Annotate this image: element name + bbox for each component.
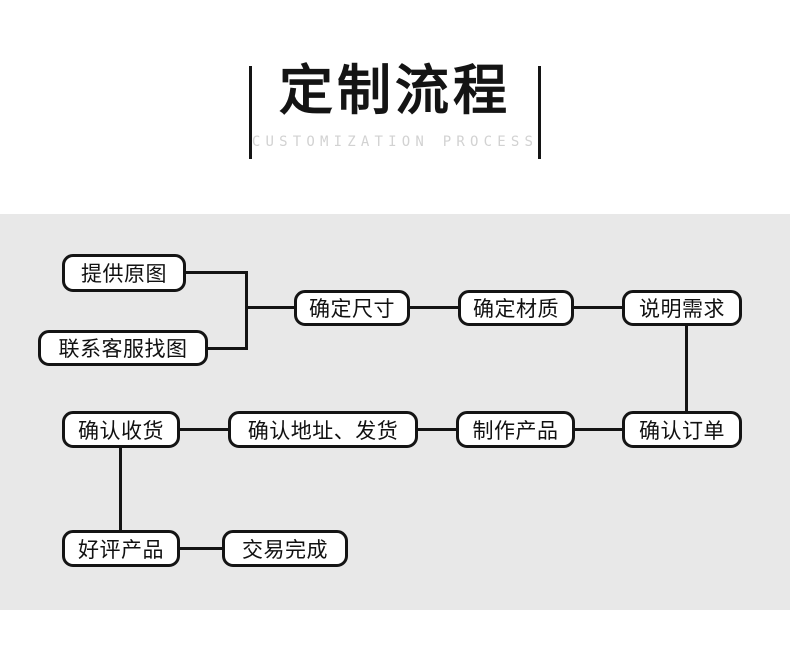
connector-requirements-to-order bbox=[685, 324, 688, 413]
connector-praise-to-complete bbox=[178, 547, 224, 550]
flow-node-label: 好评产品 bbox=[78, 537, 164, 562]
title-rule-left-icon bbox=[249, 66, 252, 159]
flow-node-label: 交易完成 bbox=[242, 537, 328, 562]
flowchart-panel: 提供原图联系客服找图 确定尺寸 确定材质 说明需求确认订单 制作产品 确认地址、发货 确认收… bbox=[0, 214, 790, 610]
header-section: 定制流程 CUSTOMIZATION PROCESS bbox=[0, 0, 790, 214]
connector-receipt-to-praise bbox=[119, 445, 122, 532]
flow-node-label: 提供原图 bbox=[81, 262, 167, 286]
connector-size-to-material bbox=[408, 306, 460, 309]
flow-node-label: 确认地址、发货 bbox=[247, 418, 399, 443]
connector-address-to-receipt bbox=[178, 428, 230, 431]
flow-node-transaction-complete: 交易完成 bbox=[222, 530, 348, 567]
page-title: 定制流程 bbox=[279, 59, 511, 122]
flow-node-label: 确认收货 bbox=[78, 418, 164, 443]
flow-node-confirm-order: 确认订单 bbox=[622, 411, 742, 448]
flow-node-label: 确定尺寸 bbox=[309, 297, 395, 321]
flow-node-contact-service-find-image: 联系客服找图 bbox=[38, 330, 208, 366]
connector-merge-junction-vertical bbox=[245, 271, 248, 350]
page-subtitle: CUSTOMIZATION PROCESS bbox=[251, 134, 539, 150]
connector-produce-to-address bbox=[416, 428, 458, 431]
flow-node-label: 说明需求 bbox=[639, 297, 725, 321]
flow-node-confirm-size: 确定尺寸 bbox=[294, 290, 410, 326]
flow-node-label: 确定材质 bbox=[473, 297, 559, 321]
flow-node-label: 制作产品 bbox=[472, 418, 559, 443]
flow-node-provide-original-image: 提供原图 bbox=[62, 254, 186, 292]
connector-contact-service-to-junction bbox=[206, 347, 248, 350]
connector-junction-to-confirm-size bbox=[245, 306, 296, 309]
connector-order-to-produce bbox=[573, 428, 624, 431]
flow-node-label: 确认订单 bbox=[639, 418, 725, 443]
title-rule-right-icon bbox=[538, 66, 541, 159]
flow-node-praise-product: 好评产品 bbox=[62, 530, 180, 567]
flow-node-confirm-address-ship: 确认地址、发货 bbox=[228, 411, 418, 448]
connector-provide-image-to-junction bbox=[184, 271, 248, 274]
flow-node-label: 联系客服找图 bbox=[58, 337, 188, 361]
flow-node-explain-requirements: 说明需求 bbox=[622, 290, 742, 326]
flow-node-confirm-material: 确定材质 bbox=[458, 290, 574, 326]
flow-node-confirm-receipt: 确认收货 bbox=[62, 411, 180, 448]
flow-node-produce-product: 制作产品 bbox=[456, 411, 575, 448]
connector-material-to-requirements bbox=[572, 306, 624, 309]
